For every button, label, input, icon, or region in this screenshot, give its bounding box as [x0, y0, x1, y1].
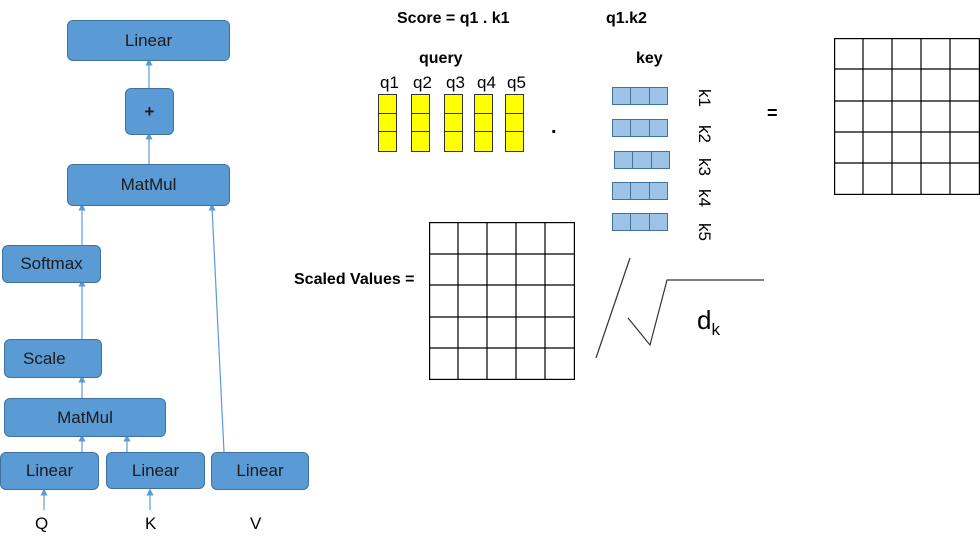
query-item-label: q1: [380, 73, 399, 92]
scaled-values-label: Scaled Values =: [294, 271, 415, 288]
key-label: key: [636, 50, 663, 67]
query-vector: [444, 94, 463, 152]
key-vector: [612, 119, 668, 137]
query-vector: [411, 94, 430, 152]
linear-k-box: Linear: [106, 452, 205, 489]
matmul-bottom-box: MatMul: [4, 398, 166, 437]
dot-operator: .: [551, 116, 557, 138]
score-matrix: [834, 38, 980, 195]
linear-v-box: Linear: [211, 452, 309, 490]
input-q-label: Q: [35, 514, 49, 533]
input-k-label: K: [145, 514, 157, 533]
query-vector: [505, 94, 524, 152]
query-item-label: q2: [413, 73, 432, 92]
score-second-title: q1.k2: [606, 10, 647, 27]
key-item-label: k2: [694, 125, 714, 143]
key-vector: [614, 151, 670, 169]
equals-sign: =: [767, 103, 778, 123]
matmul-top-box: MatMul: [67, 164, 230, 206]
key-item-label: k1: [694, 89, 714, 107]
linear-output-box: Linear: [67, 20, 230, 61]
dk-subscript: k: [711, 320, 720, 340]
linear-q-box: Linear: [0, 452, 99, 490]
add-box: +: [125, 88, 174, 135]
scaled-matrix: [429, 222, 575, 380]
query-item-label: q5: [507, 73, 526, 92]
key-vector: [612, 182, 668, 200]
sqrt-dk-label: dk: [697, 305, 720, 340]
score-title: Score = q1 . k1: [397, 10, 510, 27]
query-vector: [378, 94, 397, 152]
query-label: query: [419, 50, 463, 67]
arrow-linear-v-to-matmul: [208, 203, 225, 453]
query-item-label: q4: [477, 73, 496, 92]
key-item-label: k4: [694, 189, 714, 207]
softmax-box: Softmax: [2, 245, 101, 283]
input-v-label: V: [250, 514, 262, 533]
sqrt-symbol: [595, 257, 764, 359]
key-item-label: k5: [694, 223, 714, 241]
scale-box: Scale: [4, 339, 102, 378]
key-item-label: k3: [694, 158, 714, 176]
key-vector: [612, 87, 668, 105]
dk-base: d: [697, 305, 712, 335]
query-vector: [474, 94, 493, 152]
key-vector: [612, 213, 668, 231]
query-item-label: q3: [446, 73, 465, 92]
